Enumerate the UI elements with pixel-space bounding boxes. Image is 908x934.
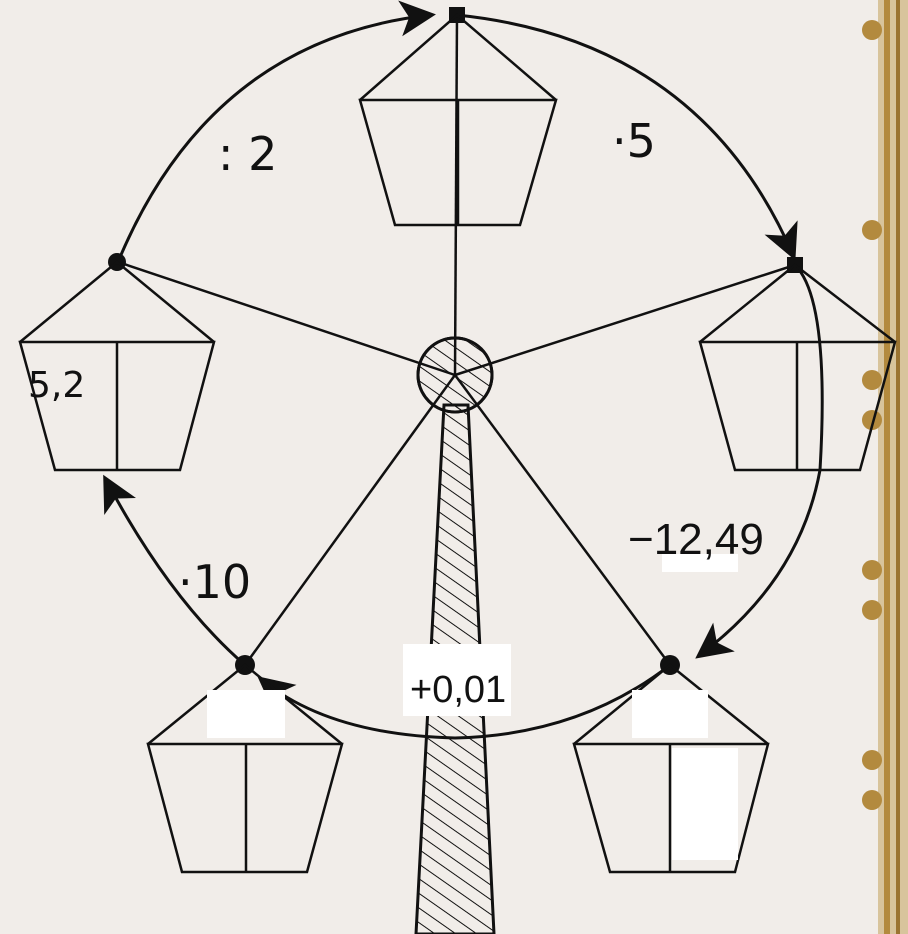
blank-bottom-right (632, 690, 708, 738)
decorative-border (862, 0, 908, 934)
blank-bottom-left (207, 690, 285, 738)
cabin-left-value: 5,2 (28, 365, 85, 406)
op-multiply-five-label: ·5 (612, 114, 656, 168)
cabin-right (700, 265, 895, 470)
op-multiply-ten-label: ·10 (178, 555, 251, 609)
blank-right-column (672, 748, 738, 860)
op-subtract-label: −12,49 (628, 515, 764, 564)
op-divide-label: : 2 (218, 127, 277, 181)
op-add-label: +0,01 (410, 669, 506, 711)
